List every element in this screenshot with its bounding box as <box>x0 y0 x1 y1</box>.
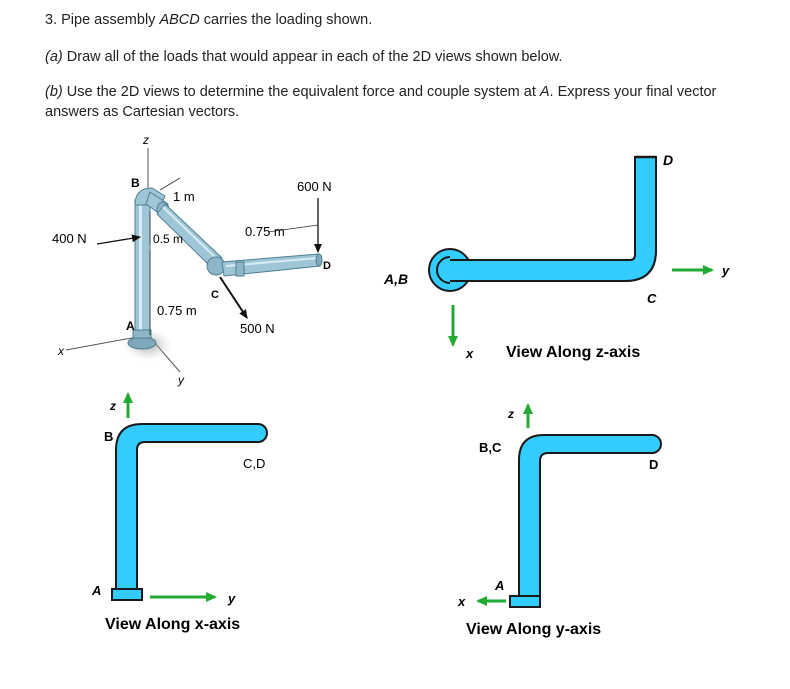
iso-point-a-label: A <box>126 319 135 333</box>
z-view-c-label: C <box>647 291 657 306</box>
dim-05m-label: 0.5 m <box>153 232 183 246</box>
dim-075m-top-label: 0.75 m <box>245 224 285 239</box>
view-along-y: z B,C D A x View Along y-axis <box>457 403 662 638</box>
x-view-caption: View Along x-axis <box>105 616 240 633</box>
x-view-b-label: B <box>104 429 113 444</box>
dim-075m-vertical-label: 0.75 m <box>157 303 197 318</box>
iso-axis-z-label: z <box>142 133 149 147</box>
y-view-z-label: z <box>507 407 514 421</box>
pipe-shape-x-view <box>115 423 268 591</box>
force-500-arrow <box>219 276 248 319</box>
force-400-label: 400 N <box>52 231 87 246</box>
x-view-z-label: z <box>109 399 116 413</box>
z-view-caption: View Along z-axis <box>506 344 640 361</box>
y-view-a-label: A <box>494 578 504 593</box>
iso-axis-x-label: x <box>57 344 65 358</box>
dim-line-075h <box>267 224 319 233</box>
x-view-a-label: A <box>91 583 101 598</box>
view-along-x: z B C,D A y View Along x-axis <box>91 392 268 633</box>
pipe-overlay-z-view <box>445 156 657 282</box>
z-view-x-label: x <box>465 346 474 361</box>
base-plate-x-view <box>111 588 143 601</box>
x-view-cd-label: C,D <box>243 456 265 471</box>
y-view-x-label: x <box>457 594 466 609</box>
z-view-d-label: D <box>663 152 673 168</box>
base-flange <box>127 336 157 350</box>
base-plate-y-view <box>509 595 541 608</box>
pipe-highlight-bc <box>162 206 219 261</box>
iso-axis-y-label: y <box>177 373 185 387</box>
pipe-end-d <box>315 253 323 267</box>
isometric-figure: z x y B A C D 1 m 0.5 m 0.75 m 0.75 m 40… <box>52 133 332 387</box>
x-view-y-label: y <box>227 591 236 606</box>
iso-point-b-label: B <box>131 176 140 190</box>
question-part-a: (a) Draw all of the loads that would app… <box>45 49 563 65</box>
iso-point-c-label: C <box>211 289 219 301</box>
circle-ab-inner-arc <box>436 256 451 284</box>
force-500-label: 500 N <box>240 321 275 336</box>
dim-1m-label: 1 m <box>173 189 195 204</box>
flange-collar-a <box>132 329 152 339</box>
pipe-highlight-ab <box>139 200 142 340</box>
y-view-d-label: D <box>649 457 658 472</box>
force-600-label: 600 N <box>297 179 332 194</box>
force-400-arrow <box>96 234 141 245</box>
question-title: 3. Pipe assembly ABCD carries the loadin… <box>45 12 373 28</box>
z-view-y-label: y <box>721 263 730 278</box>
iso-point-d-label: D <box>323 260 331 272</box>
view-along-z: A,B C D x y View Along z-axis <box>383 152 730 361</box>
dim-line-1m <box>159 177 181 191</box>
y-view-bc-label: B,C <box>479 440 502 455</box>
pipe-segment-ab <box>134 199 151 341</box>
y-view-caption: View Along y-axis <box>466 621 601 638</box>
question-part-b: (b) Use the 2D views to determine the eq… <box>45 84 717 120</box>
flange-cd <box>235 261 245 277</box>
z-view-ab-label: A,B <box>383 271 408 287</box>
pipe-shape-y-view <box>518 434 662 598</box>
